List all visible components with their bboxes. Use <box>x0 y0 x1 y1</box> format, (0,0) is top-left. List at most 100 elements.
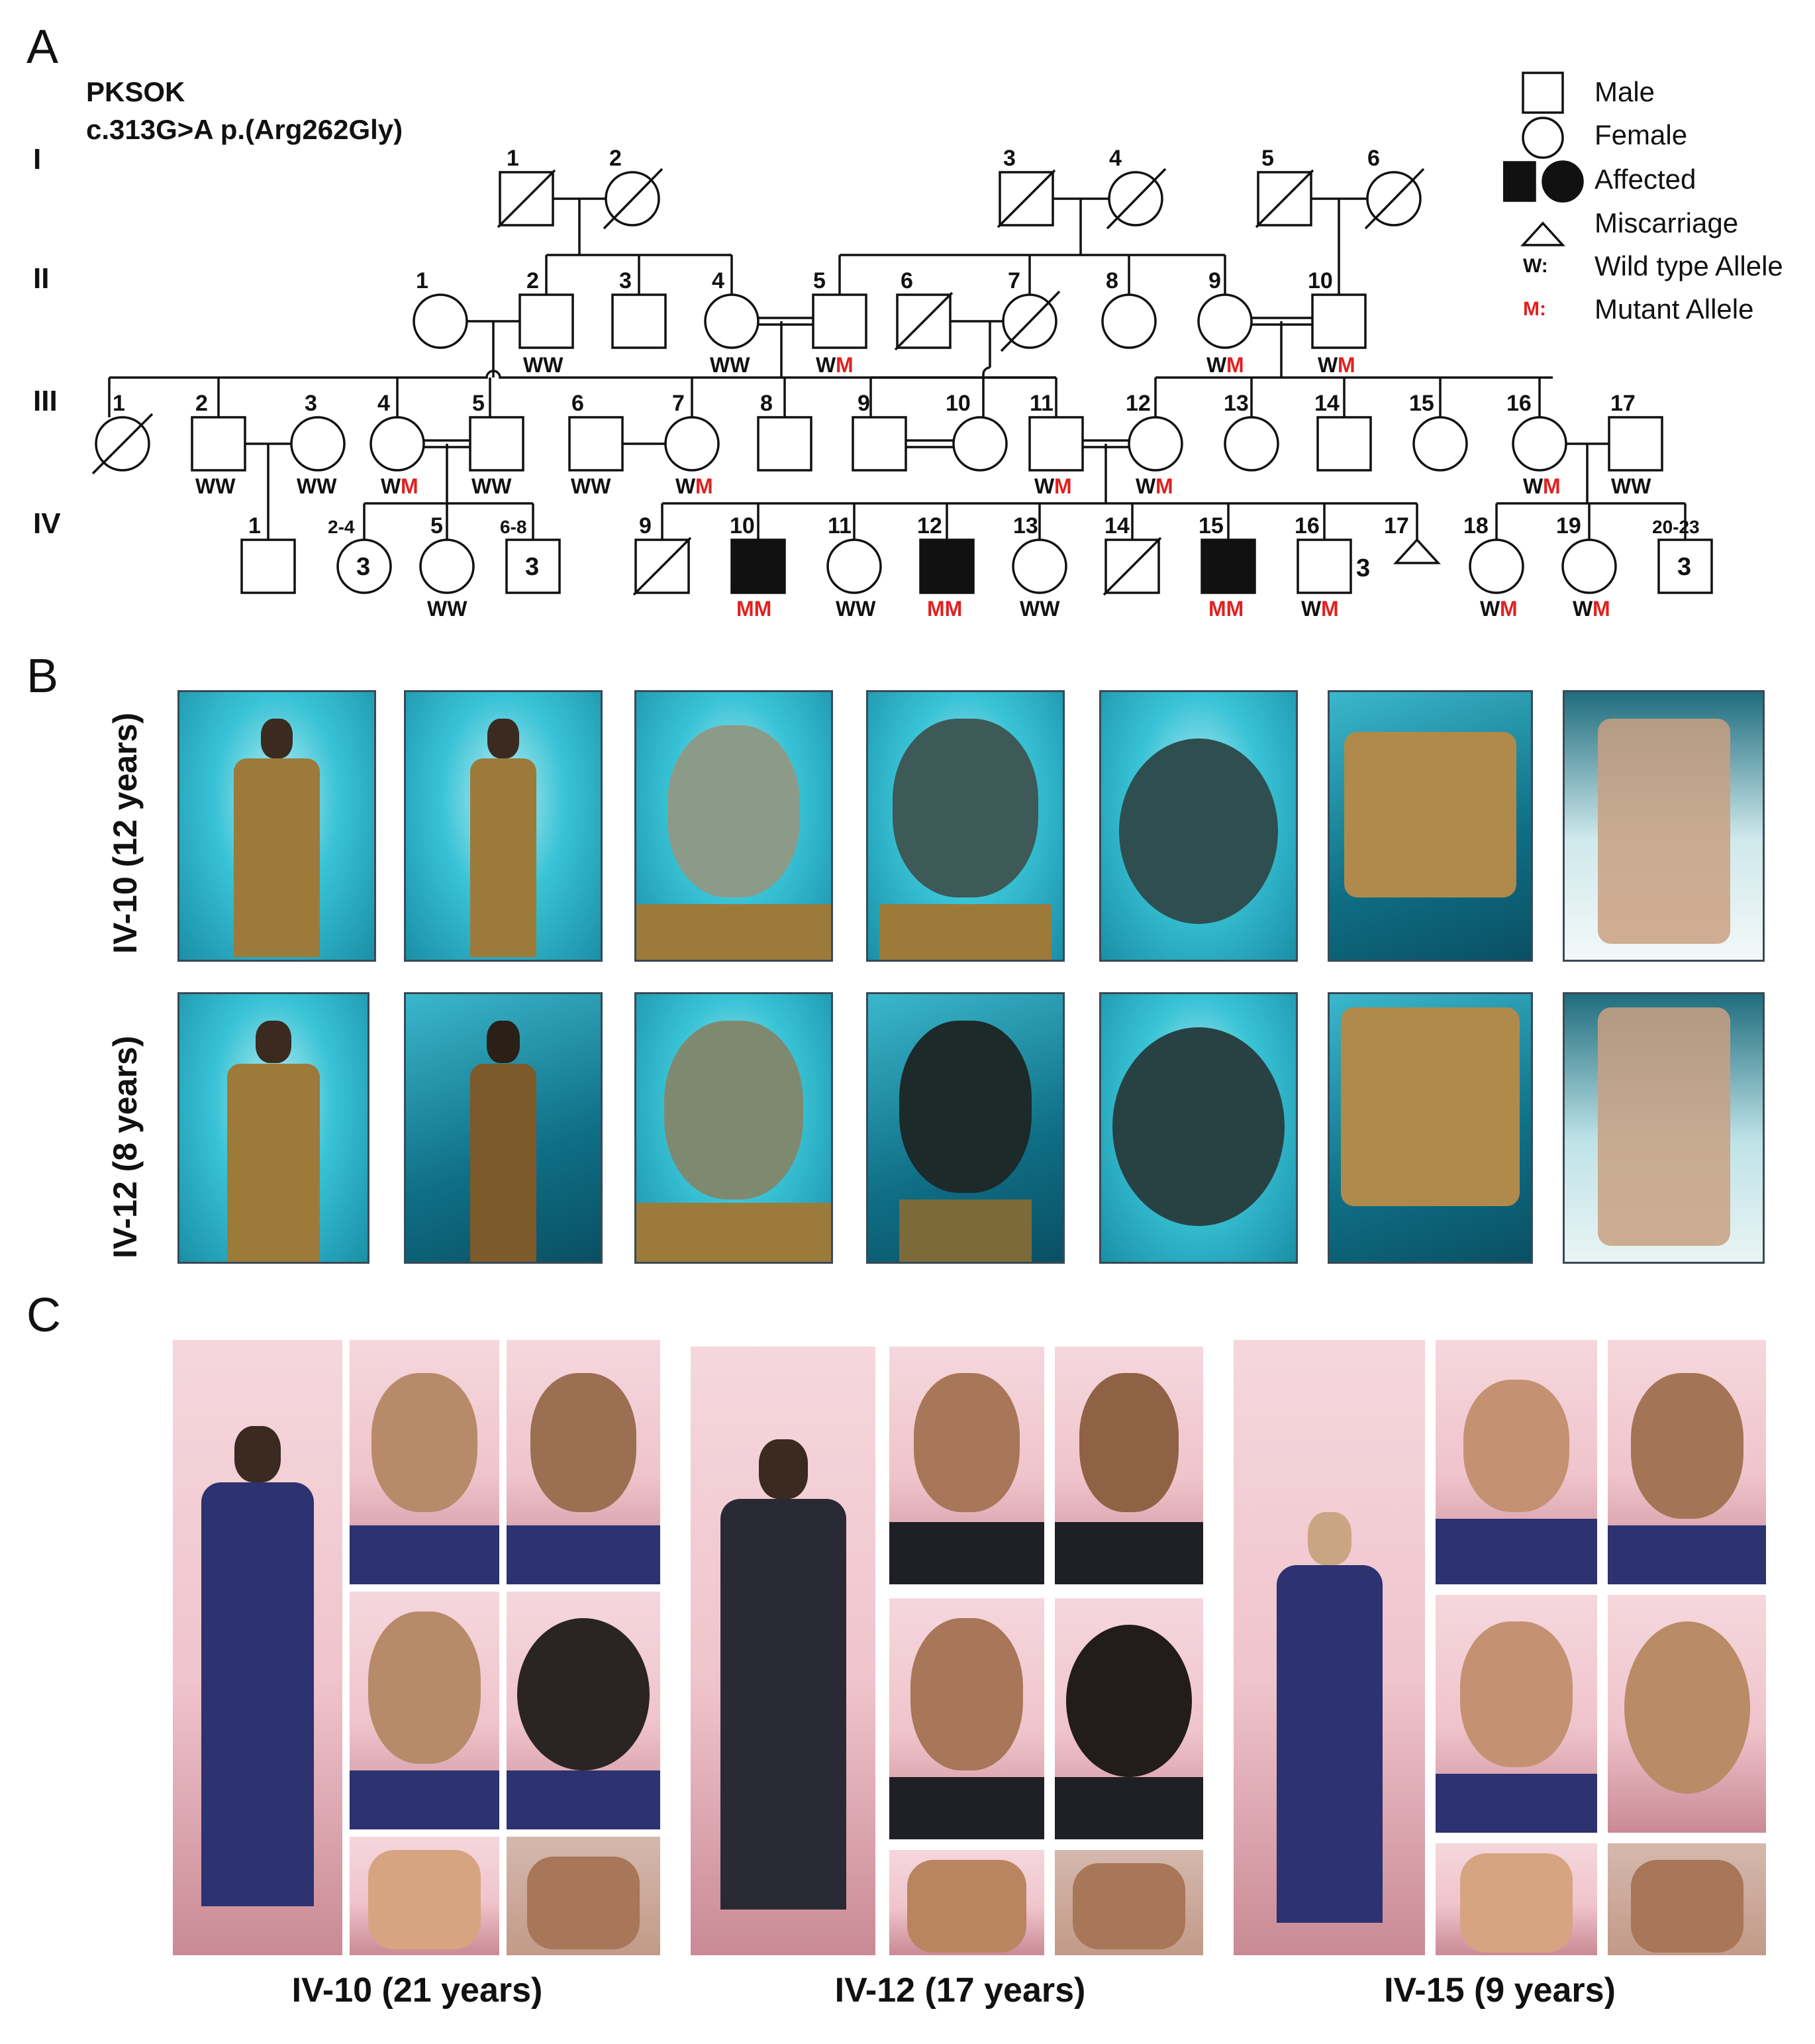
photo-iv12-face-profile <box>866 992 1065 1264</box>
panel-b-row2-label: IV-12 (8 years) <box>107 1035 144 1258</box>
i2-label: 2 <box>609 146 622 171</box>
photo-c-iv15-full-body <box>1232 1338 1427 1957</box>
ii10-genotype-w: W <box>1318 353 1338 377</box>
gen1-family-a: 1 2 <box>497 146 663 255</box>
ii8-label: 8 <box>1106 268 1118 293</box>
photo-iv10-head-top <box>1099 690 1298 962</box>
photo-iv12-face-front <box>634 992 833 1264</box>
ii3-label: 3 <box>619 268 632 293</box>
panel-a-label: A <box>26 21 59 74</box>
ii8-female <box>1101 293 1157 349</box>
panel-b-label: B <box>26 650 59 703</box>
photo-iv12-feet <box>1563 992 1765 1264</box>
photo-c-iv10-feet <box>505 1835 662 1957</box>
photo-c-iv10-face-front <box>348 1338 501 1586</box>
photo-c-iv15-feet <box>1606 1841 1768 1957</box>
ii1-female <box>413 293 468 349</box>
photo-iv12-hands-seated <box>1328 992 1533 1264</box>
photo-iv10-front-standing <box>177 690 376 962</box>
iii2-male <box>191 416 246 472</box>
ii9-genotype-m: M <box>1226 353 1244 377</box>
photo-c-iv15-hands <box>1434 1841 1599 1957</box>
i6-label: 6 <box>1367 146 1380 171</box>
photo-iv10-hands-seated <box>1328 690 1533 962</box>
ii2-genotype: WW <box>523 353 564 377</box>
legend-wild-key: W: <box>1523 255 1548 277</box>
iv10-label: 10 <box>730 513 755 538</box>
ii2-label: 2 <box>526 268 539 293</box>
photo-c-iv15-face-profile <box>1606 1338 1768 1586</box>
iv5-genotype: WW <box>427 597 467 621</box>
iii1-label: 1 <box>113 391 125 416</box>
iv16-count: 3 <box>1356 554 1370 582</box>
legend-male-symbol <box>1522 72 1564 114</box>
legend-female-label: Female <box>1594 119 1688 150</box>
iv6-8-count: 3 <box>525 553 539 581</box>
photo-c-iv10-face-profile <box>505 1338 662 1586</box>
photo-c-iv10-hands <box>348 1835 501 1957</box>
iii15-female <box>1412 416 1468 472</box>
caption-iv12: IV-12 (17 years) <box>834 1971 1086 2010</box>
ii5-genotype-w: W <box>816 353 836 377</box>
iv2-4-count: 3 <box>356 553 370 581</box>
iv20-23-count: 3 <box>1677 553 1691 581</box>
iv5-label: 5 <box>430 513 443 538</box>
iii17-male <box>1608 416 1663 472</box>
gen2: 1 2 WW 3 4 WW 5 W M 6 7 8 9 W M 10 W M <box>413 268 1367 377</box>
iv18-female <box>1469 538 1524 594</box>
iv15-genotype: MM <box>1208 597 1244 621</box>
iii12-female <box>1128 416 1183 472</box>
iv16-genotype-w: W <box>1301 597 1322 621</box>
photo-iv10-face-profile <box>866 690 1065 962</box>
photo-iv12-front-standing <box>177 992 369 1264</box>
iii16-genotype-m: M <box>1543 474 1561 498</box>
iii11-genotype-w: W <box>1034 474 1055 498</box>
photo-iv12-head-top <box>1099 992 1298 1264</box>
iv19-female <box>1561 538 1617 594</box>
iii8-label: 8 <box>760 391 773 416</box>
ii5-male <box>812 293 867 349</box>
iii5-label: 5 <box>472 391 485 416</box>
iii4-genotype-m: M <box>401 474 418 498</box>
ii1-label: 1 <box>416 268 428 293</box>
iv1-male <box>240 538 296 594</box>
iii4-label: 4 <box>377 391 390 416</box>
iv13-genotype: WW <box>1020 597 1060 621</box>
iv20-23-males <box>1657 538 1713 594</box>
iii16-label: 16 <box>1506 391 1532 416</box>
iv18-label: 18 <box>1463 513 1489 538</box>
iv1-label: 1 <box>248 513 261 538</box>
photo-c-iv15-face-front <box>1434 1338 1599 1586</box>
family-name: PKSOK <box>86 76 185 107</box>
iii10-label: 10 <box>946 391 971 416</box>
photo-c-iv12-feet <box>1053 1848 1205 1957</box>
i3-label: 3 <box>1003 146 1016 171</box>
photo-c-iv12-face-front <box>887 1345 1046 1586</box>
iv5-female <box>419 538 475 594</box>
ii10-genotype-m: M <box>1338 353 1355 377</box>
ii10-male <box>1311 293 1367 349</box>
gen1-family-c: 5 6 <box>1255 146 1425 295</box>
iv16-genotype-m: M <box>1321 597 1339 621</box>
legend-affected-circle <box>1542 160 1584 203</box>
mutation-label: c.313G>A p.(Arg262Gly) <box>86 114 403 145</box>
iv13-female <box>1012 538 1067 594</box>
photo-c-iv12-full-body <box>689 1345 877 1957</box>
iii5-genotype: WW <box>471 474 512 498</box>
iii16-genotype-w: W <box>1523 474 1544 498</box>
panel-b-row1-label: IV-10 (12 years) <box>107 712 144 954</box>
i4-label: 4 <box>1109 146 1122 171</box>
i5-label: 5 <box>1261 146 1274 171</box>
iv12-label: 12 <box>917 513 942 538</box>
iii5-male <box>469 416 524 472</box>
caption-iv15: IV-15 (9 years) <box>1384 1971 1616 2010</box>
iii2-label: 2 <box>195 391 208 416</box>
panel-c-label: C <box>26 1289 61 1342</box>
iii6-label: 6 <box>571 391 584 416</box>
photo-c-iv12-grimace <box>887 1596 1046 1841</box>
iii12-label: 12 <box>1126 391 1151 416</box>
photo-c-iv12-face-profile <box>1053 1345 1205 1586</box>
iii9-male <box>852 416 907 472</box>
iii3-female <box>290 416 346 472</box>
iii7-female <box>664 416 720 472</box>
